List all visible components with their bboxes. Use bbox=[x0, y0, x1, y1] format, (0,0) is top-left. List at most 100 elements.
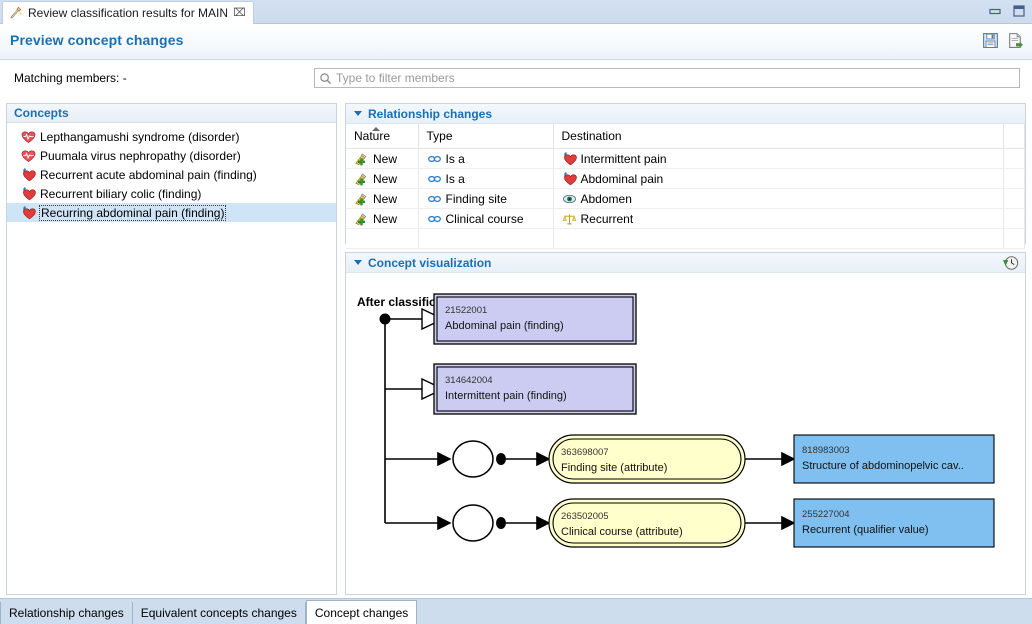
relationship-changes-title: Relationship changes bbox=[368, 106, 493, 121]
tab-relationship-changes[interactable]: Relationship changes bbox=[0, 602, 133, 624]
cell-type-label: Finding site bbox=[445, 191, 507, 206]
graph-root-node bbox=[379, 313, 391, 325]
cell-nature-label: New bbox=[373, 211, 398, 226]
new-relationship-icon bbox=[355, 192, 367, 205]
chevron-down-icon[interactable] bbox=[354, 260, 362, 265]
relationship-link-icon bbox=[427, 215, 441, 222]
disorder-heart-icon bbox=[21, 130, 36, 143]
new-relationship-icon bbox=[355, 212, 367, 225]
editor-tab-title: Review classification results for MAIN bbox=[28, 6, 229, 20]
list-item-label: Recurrent acute abdominal pain (finding) bbox=[40, 167, 257, 182]
chevron-down-icon[interactable] bbox=[354, 111, 362, 116]
table-row[interactable]: New Finding site bbox=[346, 188, 1025, 209]
clock-refresh-icon[interactable] bbox=[1002, 254, 1020, 272]
list-item[interactable]: Recurrent biliary colic (finding) bbox=[7, 184, 336, 203]
cell-filler bbox=[1003, 208, 1025, 229]
cell-nature-label: New bbox=[373, 151, 398, 166]
cell-empty bbox=[1003, 228, 1025, 249]
cell-type: Clinical course bbox=[418, 208, 554, 229]
finding-heart-icon bbox=[23, 205, 36, 219]
relationship-changes-table: Nature Type Destination bbox=[346, 124, 1025, 249]
cell-filler bbox=[1003, 148, 1025, 169]
right-column: Relationship changes Nature Type Destina… bbox=[345, 103, 1026, 595]
concept-visualization-canvas: After classification bbox=[346, 273, 1025, 594]
list-item-label: Recurring abdominal pain (finding) bbox=[38, 204, 227, 221]
list-item-label: Lepthangamushi syndrome (disorder) bbox=[40, 129, 240, 144]
role-group-node bbox=[452, 504, 494, 542]
node-id: 314642004 bbox=[445, 375, 493, 386]
wand-icon bbox=[10, 6, 23, 19]
concept-visualization-title: Concept visualization bbox=[368, 255, 492, 270]
concepts-panel-title: Concepts bbox=[14, 106, 69, 120]
table-row[interactable]: New Is a bbox=[346, 148, 1025, 169]
cell-type: Is a bbox=[418, 168, 554, 189]
tab-equivalent-concepts-changes[interactable]: Equivalent concepts changes bbox=[133, 602, 306, 624]
node-label: Intermittent pain (finding) bbox=[445, 390, 567, 402]
cell-type-label: Is a bbox=[445, 171, 465, 186]
body-structure-icon bbox=[562, 194, 576, 203]
column-header-type[interactable]: Type bbox=[418, 124, 554, 149]
page-title: Preview concept changes bbox=[10, 32, 184, 48]
cell-nature-label: New bbox=[373, 171, 398, 186]
cell-type: Is a bbox=[418, 148, 554, 169]
cell-nature: New bbox=[346, 188, 419, 209]
isa-arrowhead bbox=[421, 377, 445, 401]
list-item[interactable]: Lepthangamushi syndrome (disorder) bbox=[7, 127, 336, 146]
cell-empty bbox=[346, 228, 419, 249]
finding-heart-icon bbox=[563, 151, 577, 165]
graph-edges bbox=[379, 307, 796, 542]
cell-nature-label: New bbox=[373, 191, 398, 206]
column-header-destination[interactable]: Destination bbox=[553, 124, 1004, 149]
node-id: 818983003 bbox=[802, 445, 850, 456]
table-row[interactable]: New Clinical course bbox=[346, 208, 1025, 229]
cell-type-label: Clinical course bbox=[445, 211, 524, 226]
cell-destination: Intermittent pain bbox=[553, 148, 1004, 169]
search-icon bbox=[320, 72, 332, 84]
matching-members-label: Matching members: - bbox=[14, 71, 127, 85]
cell-destination: Abdomen bbox=[553, 188, 1004, 209]
isa-arrowhead bbox=[421, 307, 445, 331]
list-item-selected[interactable]: Recurring abdominal pain (finding) bbox=[7, 203, 336, 222]
editor-tab-review-classification[interactable]: Review classification results for MAIN ⌧ bbox=[2, 1, 254, 24]
graph-node-value[interactable]: 255227004 Recurrent (qualifier value) bbox=[793, 498, 995, 548]
minimize-icon[interactable] bbox=[988, 4, 1002, 18]
node-id: 255227004 bbox=[802, 509, 850, 520]
role-group-node bbox=[452, 440, 494, 478]
table-row-empty bbox=[346, 228, 1025, 249]
graph-node-isa[interactable]: 314642004 Intermittent pain (finding) bbox=[433, 363, 637, 415]
cell-filler bbox=[1003, 168, 1025, 189]
maximize-icon[interactable] bbox=[1012, 4, 1026, 18]
editor-tab-strip: Review classification results for MAIN ⌧ bbox=[0, 0, 1032, 24]
graph-node-value[interactable]: 818983003 Structure of abdominopelvic ca… bbox=[793, 434, 995, 484]
export-document-icon[interactable] bbox=[1007, 32, 1024, 49]
cell-filler bbox=[1003, 188, 1025, 209]
relationship-link-icon bbox=[427, 175, 441, 182]
list-item[interactable]: Puumala virus nephropathy (disorder) bbox=[7, 146, 336, 165]
qualifier-scales-icon bbox=[562, 213, 576, 225]
cell-nature: New bbox=[346, 168, 419, 189]
column-header-nature[interactable]: Nature bbox=[346, 124, 419, 149]
relationship-changes-header: Relationship changes bbox=[346, 104, 1025, 124]
graph-node-attribute[interactable]: 363698007 Finding site (attribute) bbox=[548, 434, 746, 484]
node-label: Clinical course (attribute) bbox=[561, 526, 683, 538]
disorder-heart-icon bbox=[21, 149, 36, 162]
cell-type: Finding site bbox=[418, 188, 554, 209]
floppy-disk-icon[interactable] bbox=[982, 32, 999, 49]
cell-destination-label: Abdomen bbox=[580, 191, 632, 206]
concepts-list: Lepthangamushi syndrome (disorder) Puuma… bbox=[7, 123, 336, 222]
close-icon[interactable]: ⌧ bbox=[233, 6, 246, 19]
search-input[interactable]: Type to filter members bbox=[314, 68, 1020, 88]
tab-concept-changes[interactable]: Concept changes bbox=[305, 600, 418, 624]
table-row[interactable]: New Is a bbox=[346, 168, 1025, 189]
finding-heart-icon bbox=[23, 186, 36, 200]
cell-nature: New bbox=[346, 148, 419, 169]
window-controls bbox=[988, 4, 1026, 18]
list-item-label: Recurrent biliary colic (finding) bbox=[40, 186, 202, 201]
search-input-placeholder: Type to filter members bbox=[336, 71, 455, 85]
list-item[interactable]: Recurrent acute abdominal pain (finding) bbox=[7, 165, 336, 184]
node-label: Recurrent (qualifier value) bbox=[802, 524, 929, 536]
node-id: 363698007 bbox=[561, 447, 609, 458]
bottom-tab-bar: Relationship changes Equivalent concepts… bbox=[0, 598, 1032, 624]
graph-node-isa[interactable]: 21522001 Abdominal pain (finding) bbox=[433, 293, 637, 345]
graph-node-attribute[interactable]: 263502005 Clinical course (attribute) bbox=[548, 498, 746, 548]
